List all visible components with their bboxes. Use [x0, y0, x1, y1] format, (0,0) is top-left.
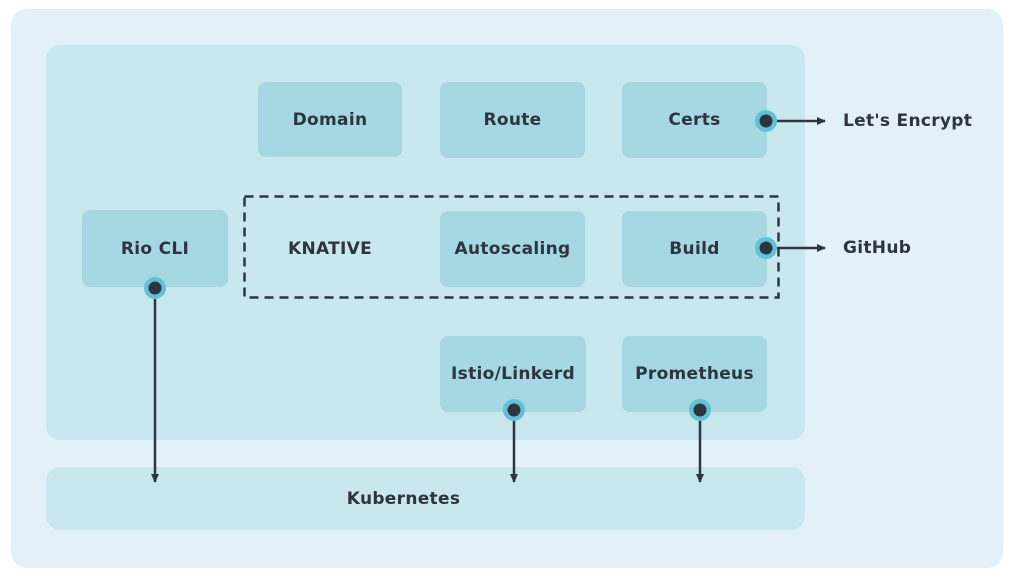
box-istio-linkerd-label: Istio/Linkerd [451, 364, 575, 384]
box-rio-cli: Rio CLI [82, 210, 228, 287]
box-autoscaling-label: Autoscaling [454, 239, 571, 259]
box-domain-label: Domain [292, 109, 368, 130]
box-route-label: Route [483, 110, 542, 130]
kubernetes-bar: Kubernetes [46, 467, 805, 530]
box-prometheus: Prometheus [622, 336, 767, 412]
knative-group-label-area: KNATIVE [256, 211, 404, 287]
knative-label: KNATIVE [287, 239, 373, 259]
github-label: GitHub [843, 238, 912, 258]
box-istio-linkerd: Istio/Linkerd [440, 336, 586, 412]
box-certs-label: Certs [668, 110, 721, 130]
box-build: Build [622, 211, 767, 287]
box-autoscaling: Autoscaling [440, 211, 585, 287]
box-route: Route [440, 82, 585, 158]
kubernetes-label: Kubernetes [346, 488, 461, 509]
box-rio-cli-label: Rio CLI [120, 238, 190, 259]
lets-encrypt-label: Let's Encrypt [843, 111, 973, 131]
box-build-label: Build [669, 239, 720, 259]
box-domain: Domain [258, 82, 402, 157]
box-certs: Certs [622, 82, 767, 158]
box-prometheus-label: Prometheus [635, 364, 754, 384]
